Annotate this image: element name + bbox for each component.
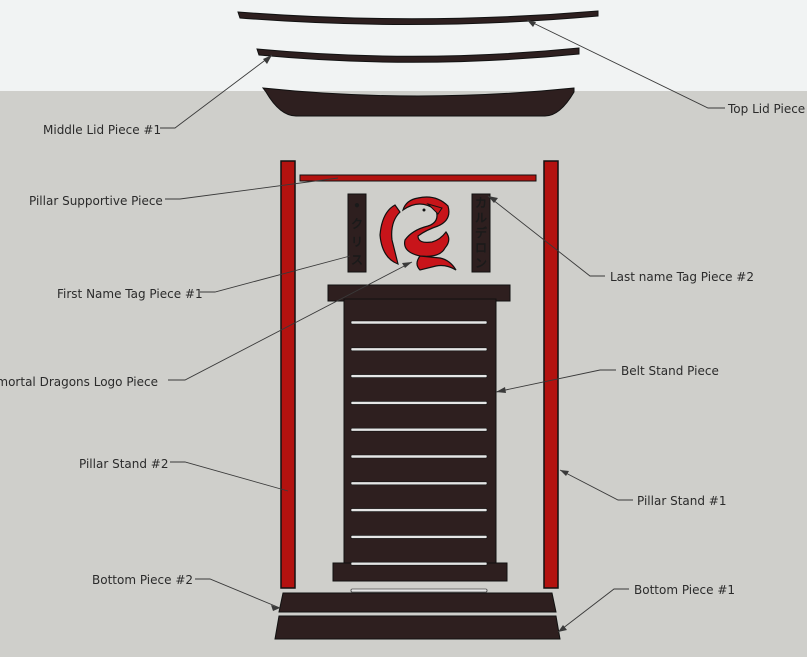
last-name-char: ン [475, 256, 487, 270]
arrowhead-middle-lid [263, 55, 272, 64]
bottom-piece-2[interactable] [278, 592, 557, 613]
first-name-char: ス [351, 253, 363, 267]
pillar-stand-2[interactable] [280, 160, 296, 589]
label-pillar-support: Pillar Supportive Piece [29, 194, 163, 208]
middle-lid-piece[interactable] [256, 47, 580, 63]
arrowhead-bottom-1 [558, 625, 567, 632]
pillar-supportive-piece[interactable] [299, 174, 537, 182]
leader-arrowheads [263, 20, 569, 632]
arrowhead-top-lid [527, 20, 536, 27]
belt-slot [350, 427, 488, 432]
arrowhead-bottom-2 [271, 605, 280, 611]
arrowhead-logo [402, 262, 412, 268]
arrowhead-belt-stand [496, 387, 506, 393]
bottom-piece-1[interactable] [274, 615, 561, 640]
belt-slot [350, 347, 488, 352]
belt-slot [350, 481, 488, 486]
dragon-logo-icon[interactable] [379, 196, 457, 271]
top-lid-piece[interactable] [237, 10, 599, 26]
label-pillar-stand-1: Pillar Stand #1 [637, 494, 726, 508]
belt-slot [350, 588, 488, 593]
belt-slot [350, 535, 488, 539]
arrowhead-pillar-stand-1 [560, 470, 569, 476]
leader-pillar-stand-1 [559, 469, 633, 501]
label-last-name-tag: Last name Tag Piece #2 [610, 270, 754, 284]
last-name-char: ロ [475, 241, 487, 255]
belt-stand-piece[interactable] [327, 284, 511, 593]
belt-slot [350, 454, 488, 459]
last-name-char: ル [475, 211, 487, 225]
first-name-char: ク [351, 217, 363, 231]
leader-lines [160, 19, 725, 633]
leader-last-name-tag [487, 195, 605, 277]
last-name-char: カ [475, 196, 487, 210]
label-middle-lid: Middle Lid Piece #1 [43, 123, 161, 137]
belt-slot [350, 561, 488, 566]
leader-pillar-support [165, 177, 339, 200]
belt-slot [350, 374, 488, 378]
label-pillar-stand-2: Pillar Stand #2 [79, 457, 168, 471]
belt-slot [350, 401, 488, 405]
first-name-char: • [353, 199, 361, 213]
leader-belt-stand [495, 369, 616, 393]
belt-slot [350, 320, 488, 325]
pillar-stand-1[interactable] [543, 160, 559, 589]
leader-bottom-1 [557, 588, 629, 633]
leader-middle-lid [160, 54, 273, 129]
label-top-lid: Top Lid Piece [727, 102, 805, 116]
leader-bottom-2 [195, 578, 281, 609]
label-first-name-tag: First Name Tag Piece #1 [57, 287, 203, 301]
label-bottom-1: Bottom Piece #1 [634, 583, 735, 597]
leader-logo [168, 261, 413, 381]
leader-first-name-tag [200, 255, 351, 293]
last-name-tag[interactable]: カ ル デ ロ ン [471, 193, 491, 273]
leader-top-lid [526, 19, 725, 109]
first-name-char: リ [351, 235, 363, 249]
label-logo: Immortal Dragons Logo Piece [0, 375, 158, 389]
first-name-tag[interactable]: • ク リ ス [347, 193, 367, 273]
last-name-char: デ [475, 225, 488, 240]
leader-pillar-stand-2 [170, 461, 289, 492]
sky-background [0, 0, 807, 92]
belt-slot [350, 508, 488, 512]
lower-lid-piece[interactable] [261, 87, 575, 117]
arrowhead-last-name-tag [488, 196, 498, 203]
label-bottom-2: Bottom Piece #2 [92, 573, 193, 587]
label-belt-stand: Belt Stand Piece [621, 364, 719, 378]
